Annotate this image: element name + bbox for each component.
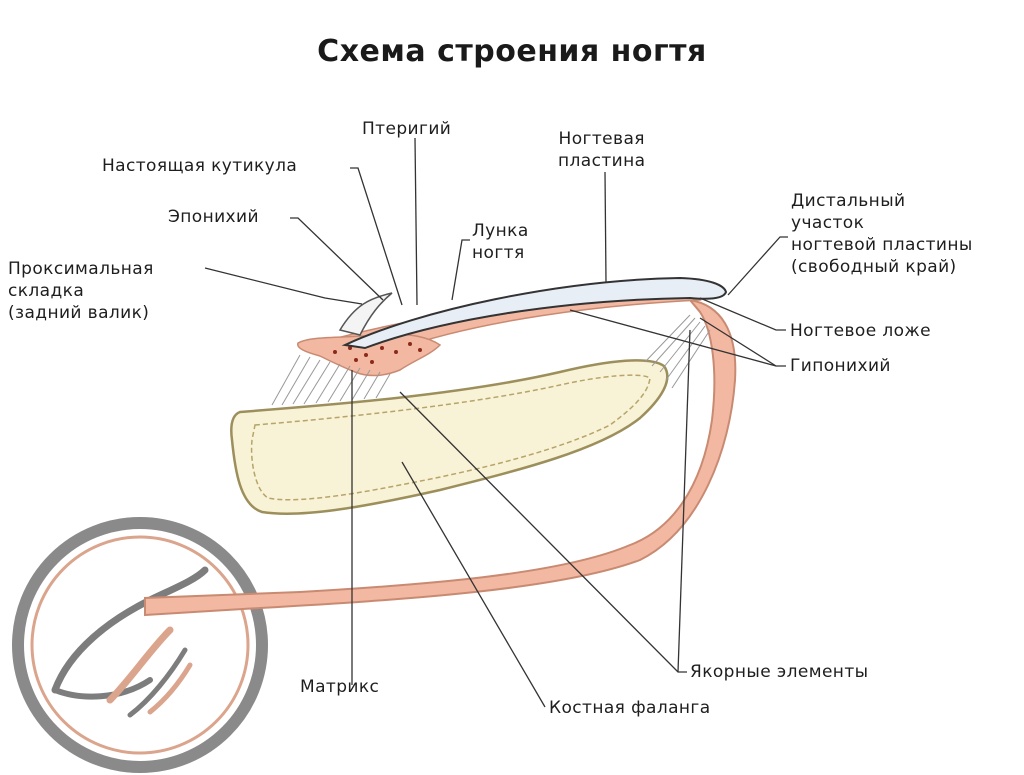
nail-plate-shape <box>341 276 728 350</box>
label-matrix: Матрикс <box>300 677 380 697</box>
label-proximal-fold: Проксимальная складка (задний валик) <box>8 259 154 323</box>
leader-lines <box>204 137 788 708</box>
label-anchor-elements: Якорные элементы <box>690 662 869 682</box>
label-nail-plate: Ногтевая пластина <box>558 129 646 171</box>
diagram-title: Схема строения ногтя <box>317 34 707 69</box>
label-true-cuticle: Настоящая кутикула <box>102 156 298 176</box>
label-distal-edge: Дистальный участок ногтевой пластины (св… <box>791 191 973 277</box>
label-nail-bed: Ногтевое ложе <box>790 321 932 341</box>
label-pterygium: Птеригий <box>362 119 452 139</box>
logo-icon <box>12 517 268 773</box>
label-eponychium: Эпонихий <box>168 207 259 227</box>
bone-phalanx-shape <box>230 359 669 515</box>
proximal-fold-shape <box>338 292 393 336</box>
label-lunula: Лунка ногтя <box>472 221 529 263</box>
label-hyponychium: Гипонихий <box>790 356 891 376</box>
anchor-fibers <box>271 314 711 406</box>
label-bone-phalanx: Костная фаланга <box>549 698 711 718</box>
